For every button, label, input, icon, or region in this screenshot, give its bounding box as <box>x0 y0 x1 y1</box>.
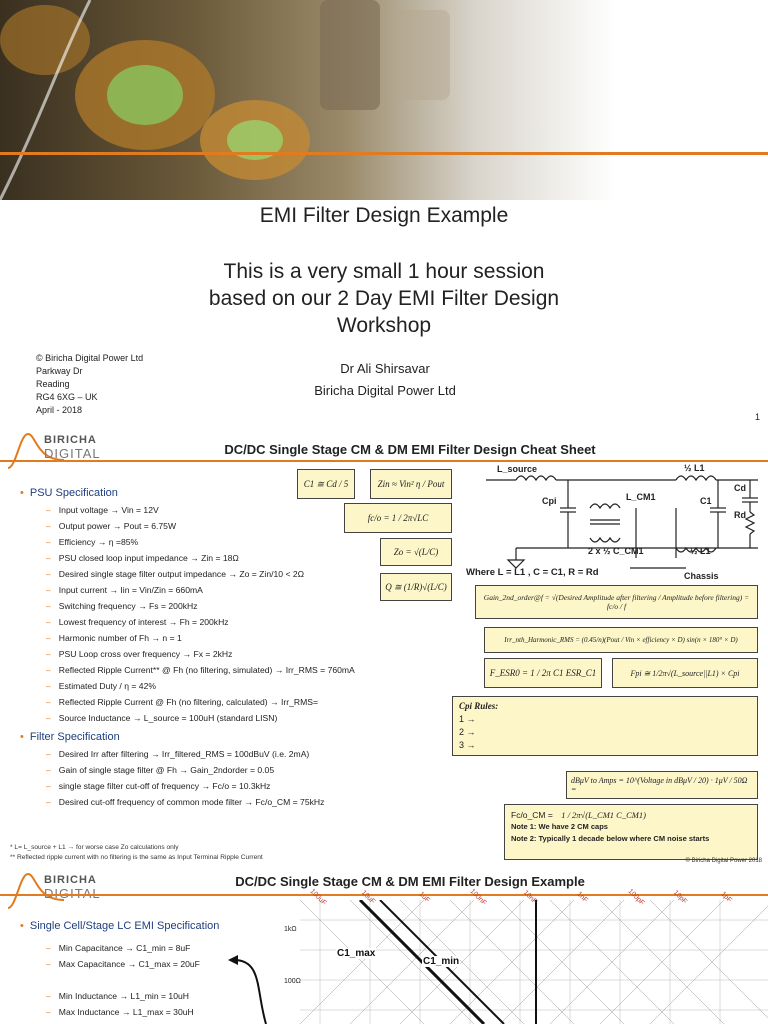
formula-c1: C1 ≅ Cd / 5 <box>297 469 355 499</box>
label-cpi: Cpi <box>542 496 557 506</box>
orange-divider <box>0 894 768 896</box>
list-item: Reflected Ripple Current @ Fh (no filter… <box>46 697 318 707</box>
y-axis-100: 100Ω <box>284 978 301 985</box>
cpi-rules-box: Cpi Rules: 1 → 2 → 3 → <box>452 696 758 756</box>
biricha-logo: BIRICHA DIGITAL <box>22 874 101 901</box>
cpi-rule: 2 → <box>459 727 476 737</box>
fco-cm-label: Fc/o_CM = <box>511 810 553 820</box>
subtitle-line-1: This is a very small 1 hour session <box>223 260 545 283</box>
cpi-rules-title: Cpi Rules: <box>459 701 499 711</box>
label-l-cm1: L_CM1 <box>626 492 656 502</box>
label-cd: Cd <box>734 483 746 493</box>
filter-spec-heading: Filter Specification <box>20 731 120 743</box>
copyright: © Biricha Digital Power 2018 <box>685 858 762 864</box>
label-c1: C1 <box>700 496 712 506</box>
lc-spec-heading: Single Cell/Stage LC EMI Specification <box>20 920 220 932</box>
note-2: Note 2: Typically 1 decade below where C… <box>511 834 710 843</box>
reactance-grid <box>300 900 768 1024</box>
list-item: Min Capacitance → C1_min = 8uF <box>46 943 191 953</box>
formula-irr: Irr_nth_Harmonic_RMS = (0.45/n)(Pout / V… <box>484 627 758 653</box>
logo-text-1: BIRICHA <box>44 874 97 886</box>
contact-line: © Biricha Digital Power Ltd <box>36 353 144 363</box>
logo-text-1: BIRICHA <box>44 434 97 446</box>
list-item: Reflected Ripple Current** @ Fh (no filt… <box>46 665 355 675</box>
hero-image <box>0 0 768 200</box>
cpi-rule: 1 → <box>459 714 476 724</box>
formula-fpi: Fpi ≅ 1/2π√(L_source||L1) × Cpi <box>612 658 758 688</box>
label-c-cm1: 2 x ½ C_CM1 <box>588 546 644 556</box>
footnote-1: * L= L_source + L1 → for worse case Zo c… <box>10 844 179 851</box>
formula-zin: Zin ≈ Vin² η / Pout <box>370 469 452 499</box>
list-item: PSU closed loop input impedance → Zin = … <box>46 553 239 563</box>
subtitle-line-3: Workshop <box>336 314 432 337</box>
list-item: Desired Irr after filtering → Irr_filter… <box>46 749 310 759</box>
component-illustration <box>0 0 450 200</box>
list-item: single stage filter cut-off of frequency… <box>46 781 271 791</box>
label-c1-min: C1_min <box>422 956 461 967</box>
page-number: 1 <box>754 412 760 422</box>
label-half-l1-bot: ½ L1 <box>690 546 711 556</box>
list-item: Switching frequency → Fs = 200kHz <box>46 601 198 611</box>
slide-title: EMI Filter Design Example <box>259 204 509 227</box>
fco-cm-formula: 1 / 2π√(L_CM1 C_CM1) <box>561 810 646 820</box>
list-item: Desired cut-off frequency of common mode… <box>46 797 325 807</box>
contact-line: Reading <box>36 379 70 389</box>
contact-line: RG4 6XG – UK <box>36 392 98 402</box>
fco-cm-box: Fc/o_CM = 1 / 2π√(L_CM1 C_CM1) Note 1: W… <box>504 804 758 860</box>
contact-block: © Biricha Digital Power Ltd Parkway Dr R… <box>36 352 143 417</box>
author-company: Biricha Digital Power Ltd <box>314 383 456 398</box>
biricha-logo: BIRICHA DIGITAL <box>22 434 101 461</box>
formula-dbuv: dBμV to Amps = 10^(Voltage in dBμV / 20)… <box>566 771 758 799</box>
label-chassis: Chassis <box>684 571 719 581</box>
slide-title: DC/DC Single Stage CM & DM EMI Filter De… <box>224 442 596 457</box>
contact-line: April - 2018 <box>36 405 83 415</box>
example-slide: BIRICHA DIGITAL DC/DC Single Stage CM & … <box>0 870 768 1024</box>
psu-spec-heading: PSU Specification <box>20 487 118 499</box>
list-item: Max Capacitance → C1_max = 20uF <box>46 959 200 969</box>
label-c1-max: C1_max <box>336 948 377 959</box>
author-name: Dr Ali Shirsavar <box>340 361 430 376</box>
list-item: Harmonic number of Fh → n = 1 <box>46 633 182 643</box>
list-item: Output power → Pout = 6.75W <box>46 521 176 531</box>
list-item: Efficiency → η =85% <box>46 537 138 547</box>
y-axis-1k: 1kΩ <box>284 926 297 933</box>
label-l-source: L_source <box>497 464 538 474</box>
subtitle-line-2: based on our 2 Day EMI Filter Design <box>208 287 560 310</box>
label-half-l1-top: ½ L1 <box>684 463 705 473</box>
list-item: Desired single stage filter output imped… <box>46 569 304 579</box>
list-item: Max Inductance → L1_max = 30uH <box>46 1007 194 1017</box>
list-item: Min Inductance → L1_min = 10uH <box>46 991 189 1001</box>
list-item: Estimated Duty / η = 42% <box>46 681 156 691</box>
formula-gain: Gain_2nd_order@f = √(Desired Amplitude a… <box>475 585 758 619</box>
logo-text-2: DIGITAL <box>22 886 101 901</box>
list-item: Input voltage → Vin = 12V <box>46 505 159 515</box>
list-item: Lowest frequency of interest → Fh = 200k… <box>46 617 229 627</box>
formula-fesr: F_ESR0 = 1 / 2π C1 ESR_C1 <box>484 658 602 688</box>
formula-q: Q ≅ (1/R)√(L/C) <box>380 573 452 601</box>
contact-line: Parkway Dr <box>36 366 83 376</box>
label-rd: Rd <box>734 510 746 520</box>
list-item: Gain of single stage filter @ Fh → Gain_… <box>46 765 274 775</box>
title-slide: EMI Filter Design Example This is a very… <box>0 0 768 428</box>
arrow-icon <box>228 955 267 1024</box>
list-item: Input current → Iin = Vin/Zin = 660mA <box>46 585 203 595</box>
cheat-sheet-slide: BIRICHA DIGITAL DC/DC Single Stage CM & … <box>0 428 768 870</box>
note-1: Note 1: We have 2 CM caps <box>511 822 608 831</box>
orange-divider <box>0 460 768 462</box>
emi-filter-circuit <box>486 475 758 569</box>
formula-fco: fc/o = 1 / 2π√LC <box>344 503 452 533</box>
logo-text-2: DIGITAL <box>44 446 101 461</box>
reactance-chart: 100uF 10uF 1uF 100nF 10nF 1nF 100pF 10pF… <box>300 888 768 1024</box>
list-item: PSU Loop cross over frequency → Fx = 2kH… <box>46 649 233 659</box>
list-item: Source Inductance → L_source = 100uH (st… <box>46 713 278 723</box>
orange-divider <box>0 152 768 155</box>
formula-zo: Zo = √(L/C) <box>380 538 452 566</box>
author-block: Dr Ali Shirsavar Biricha Digital Power L… <box>240 358 530 402</box>
slide-title: DC/DC Single Stage CM & DM EMI Filter De… <box>235 874 585 889</box>
cpi-rule: 3 → <box>459 740 476 750</box>
where-note: Where L = L1 , C = C1, R = Rd <box>466 567 599 578</box>
footnote-2: ** Reflected ripple current with no filt… <box>10 854 263 861</box>
